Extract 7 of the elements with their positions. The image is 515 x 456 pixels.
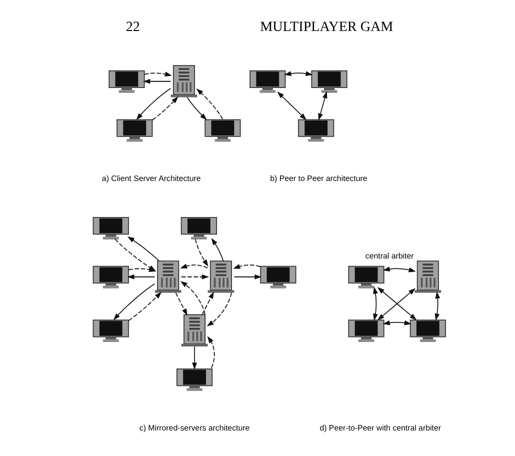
label: d) Peer-to-Peer with central arbiter bbox=[319, 423, 440, 432]
label: a) Client Server Architecture bbox=[101, 174, 200, 184]
label: MULTIPLAYER GAM bbox=[260, 19, 393, 35]
label: b) Peer to Peer architecture bbox=[270, 174, 367, 184]
label: 22 bbox=[125, 19, 140, 35]
node-label: central arbiter bbox=[364, 252, 414, 261]
label: c) Mirrored-servers architecture bbox=[138, 423, 250, 432]
